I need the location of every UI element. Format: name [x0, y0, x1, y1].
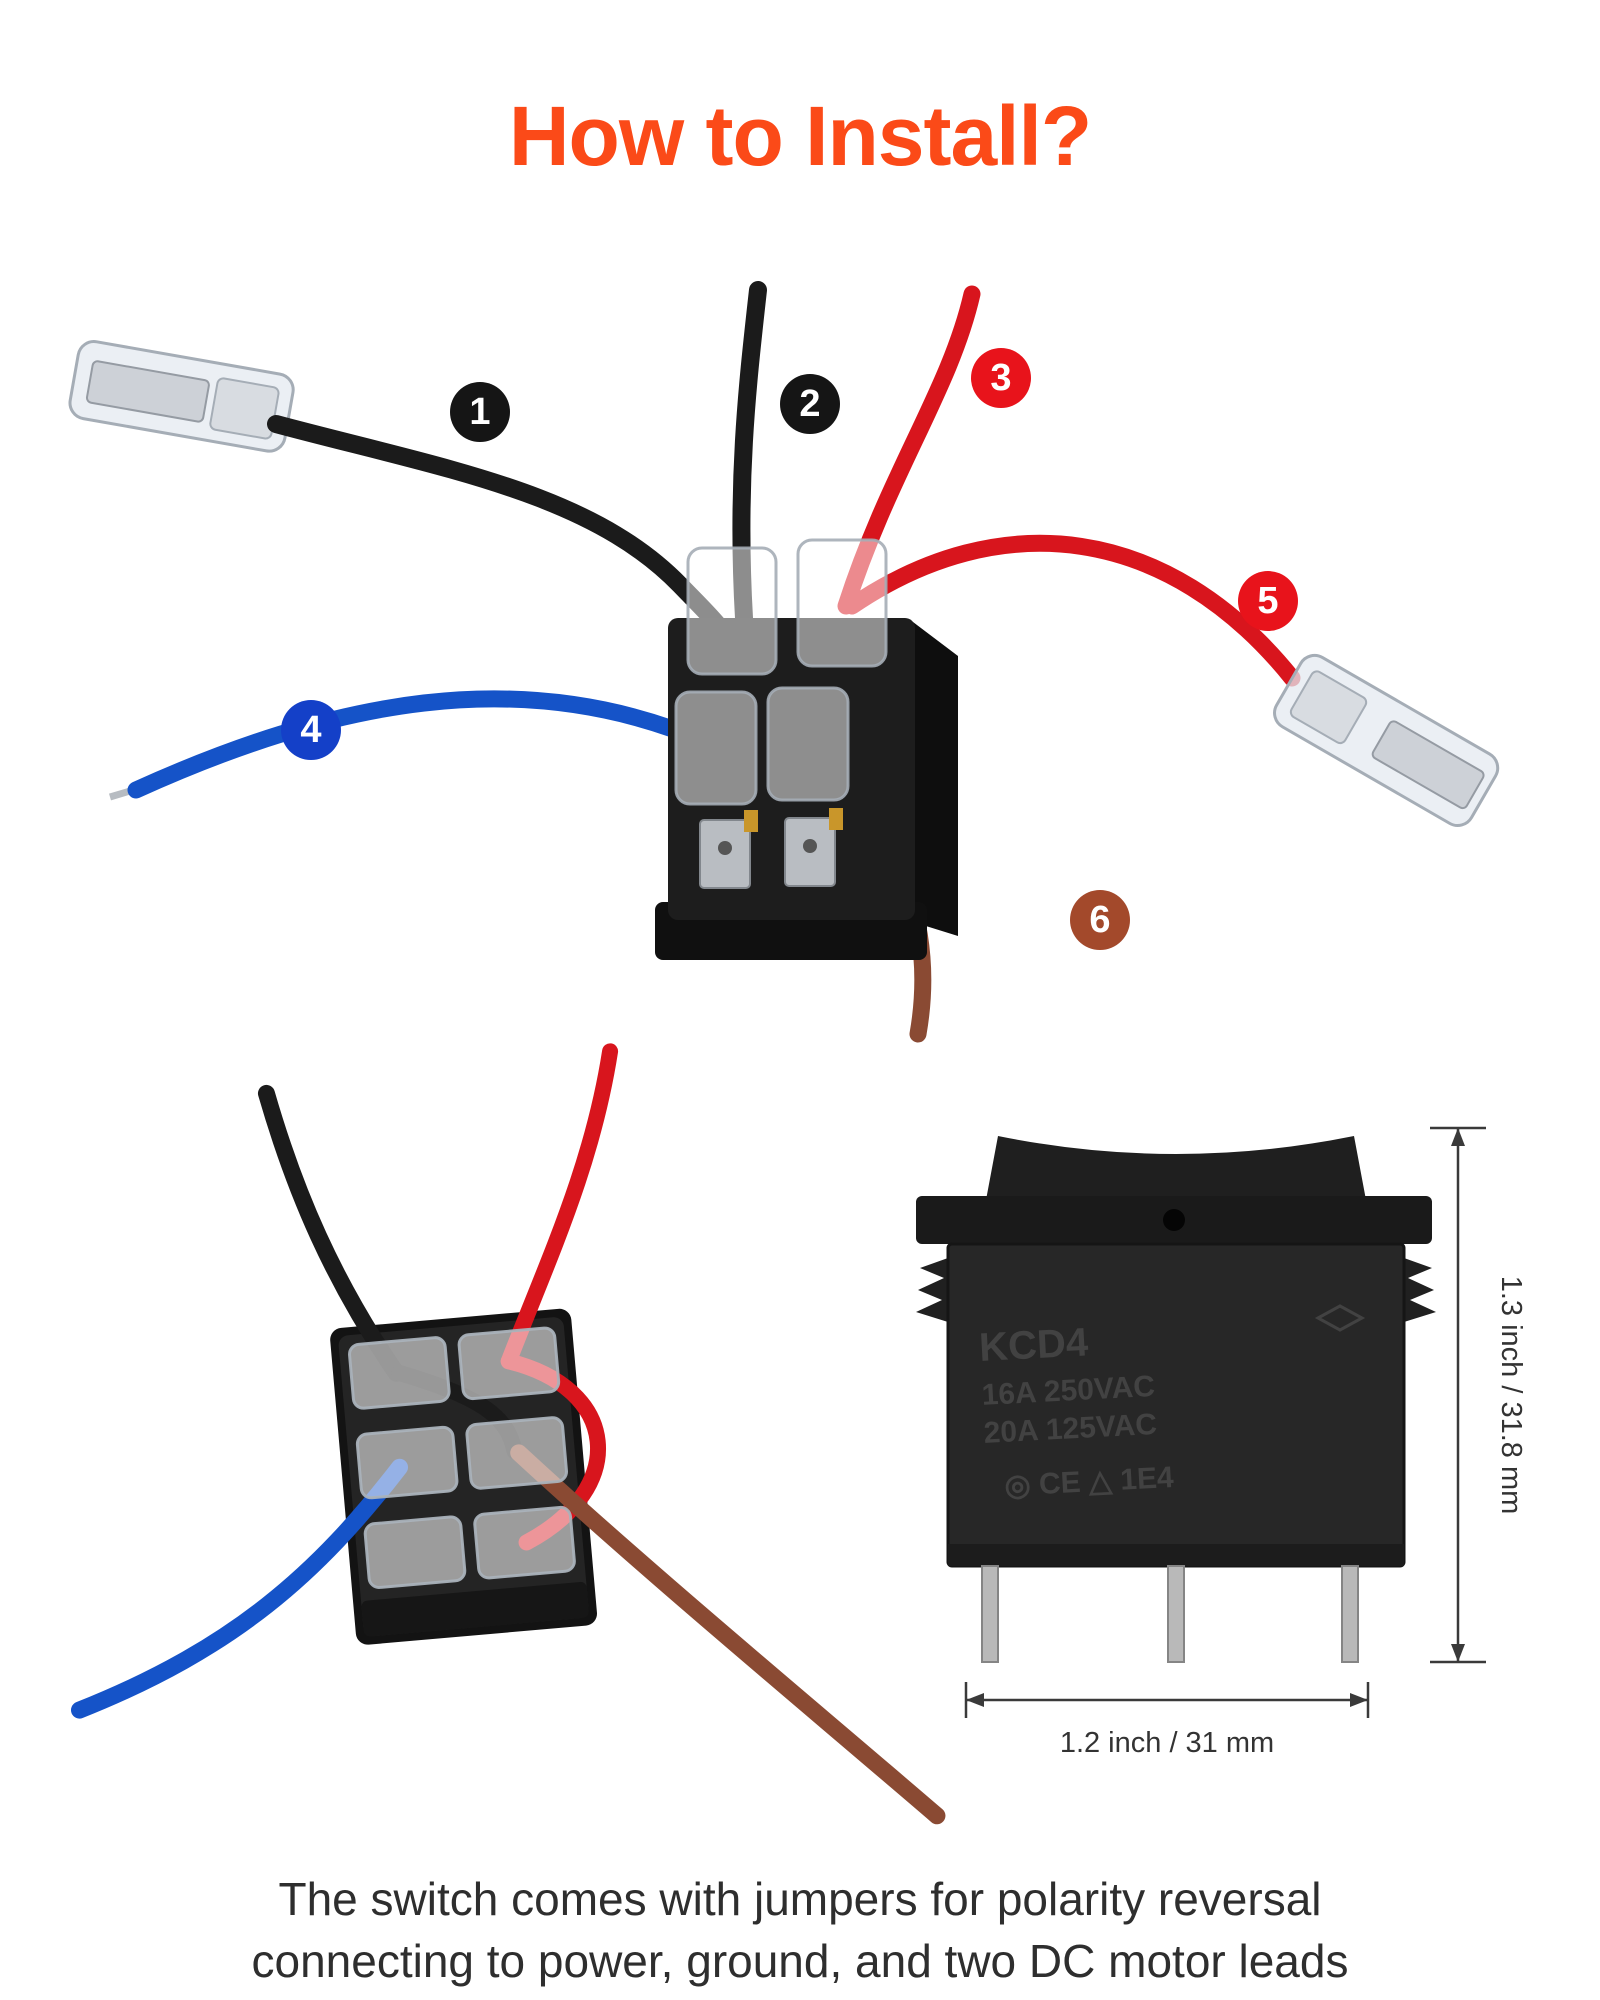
spade-connector-1	[68, 340, 295, 453]
terminal-cover	[457, 1326, 561, 1401]
wire-badge-1: 1	[450, 382, 510, 442]
terminal-prong-right	[1341, 1565, 1359, 1663]
left-spring-clip	[916, 1258, 948, 1322]
terminal-cover	[465, 1416, 569, 1490]
terminal-prong-left	[981, 1565, 999, 1663]
wire-badge-3: 3	[971, 348, 1031, 408]
blue-wire-4	[127, 690, 715, 799]
brand-logo-emboss	[1314, 1304, 1366, 1332]
gold-pin	[744, 810, 758, 832]
wire-badge-2: 2	[780, 374, 840, 434]
terminal-prong-middle	[1167, 1565, 1185, 1663]
connector-metal-tab	[85, 360, 210, 423]
terminal-hole	[718, 841, 732, 855]
spade-connector-5	[1273, 653, 1500, 828]
terminal-cover	[766, 686, 850, 802]
model-emboss: KCD4	[978, 1320, 1090, 1370]
switch-side-face	[913, 622, 958, 936]
switch-edge	[361, 1581, 589, 1637]
terminal-cover	[355, 1425, 459, 1500]
width-dimension-label: 1.2 inch / 31 mm	[1060, 1727, 1274, 1759]
housing-bottom-shadow	[948, 1544, 1404, 1566]
wire-badge-5: 5	[1238, 571, 1298, 631]
gold-pin	[829, 808, 843, 830]
height-dimension-label: 1.3 inch / 31.8 mm	[1495, 1276, 1527, 1515]
connector-crimp	[1289, 670, 1368, 745]
page-title: How to Install?	[508, 89, 1092, 183]
rocker-actuator	[986, 1136, 1366, 1200]
wire-badge-6: 6	[1070, 890, 1130, 950]
brown-wire	[510, 1444, 946, 1825]
caption-line-2: connecting to power, ground, and two DC …	[251, 1935, 1349, 1987]
width-dimension	[964, 1682, 1370, 1718]
red-wire	[500, 1043, 619, 1370]
wiring-photo	[68, 281, 1500, 1043]
arrow-right	[1350, 1693, 1368, 1707]
height-dimension	[1430, 1126, 1486, 1664]
black-wire-1	[267, 415, 743, 659]
terminal-cover	[686, 546, 778, 676]
top-view-photo	[70, 1043, 946, 1825]
red-wire-5	[843, 534, 1301, 687]
flange-hole	[1163, 1209, 1185, 1231]
black-wire	[257, 1084, 405, 1382]
dimension-photo: KCD4 16A 250VAC 20A 125VAC ◎ CE △ 1E4 1.…	[916, 1126, 1527, 1759]
terminal-cover	[363, 1515, 467, 1589]
terminal-hole	[803, 839, 817, 853]
terminal-cover	[796, 538, 888, 668]
terminal-cover	[674, 690, 758, 806]
caption: The switch comes with jumpers for polari…	[0, 1868, 1600, 1992]
connector-crimp	[209, 377, 280, 440]
connector-metal-tab	[1371, 720, 1485, 810]
arrow-left	[966, 1693, 984, 1707]
terminal-cover	[473, 1505, 576, 1580]
arrow-up	[1451, 1128, 1465, 1146]
arrow-down	[1451, 1644, 1465, 1662]
right-spring-clip	[1404, 1258, 1436, 1322]
caption-line-1: The switch comes with jumpers for polari…	[278, 1873, 1322, 1925]
rocker-switch-body-angled	[655, 538, 958, 960]
wire-badge-4: 4	[281, 700, 341, 760]
blue-wire	[70, 1458, 409, 1719]
terminal-cover	[348, 1336, 451, 1410]
